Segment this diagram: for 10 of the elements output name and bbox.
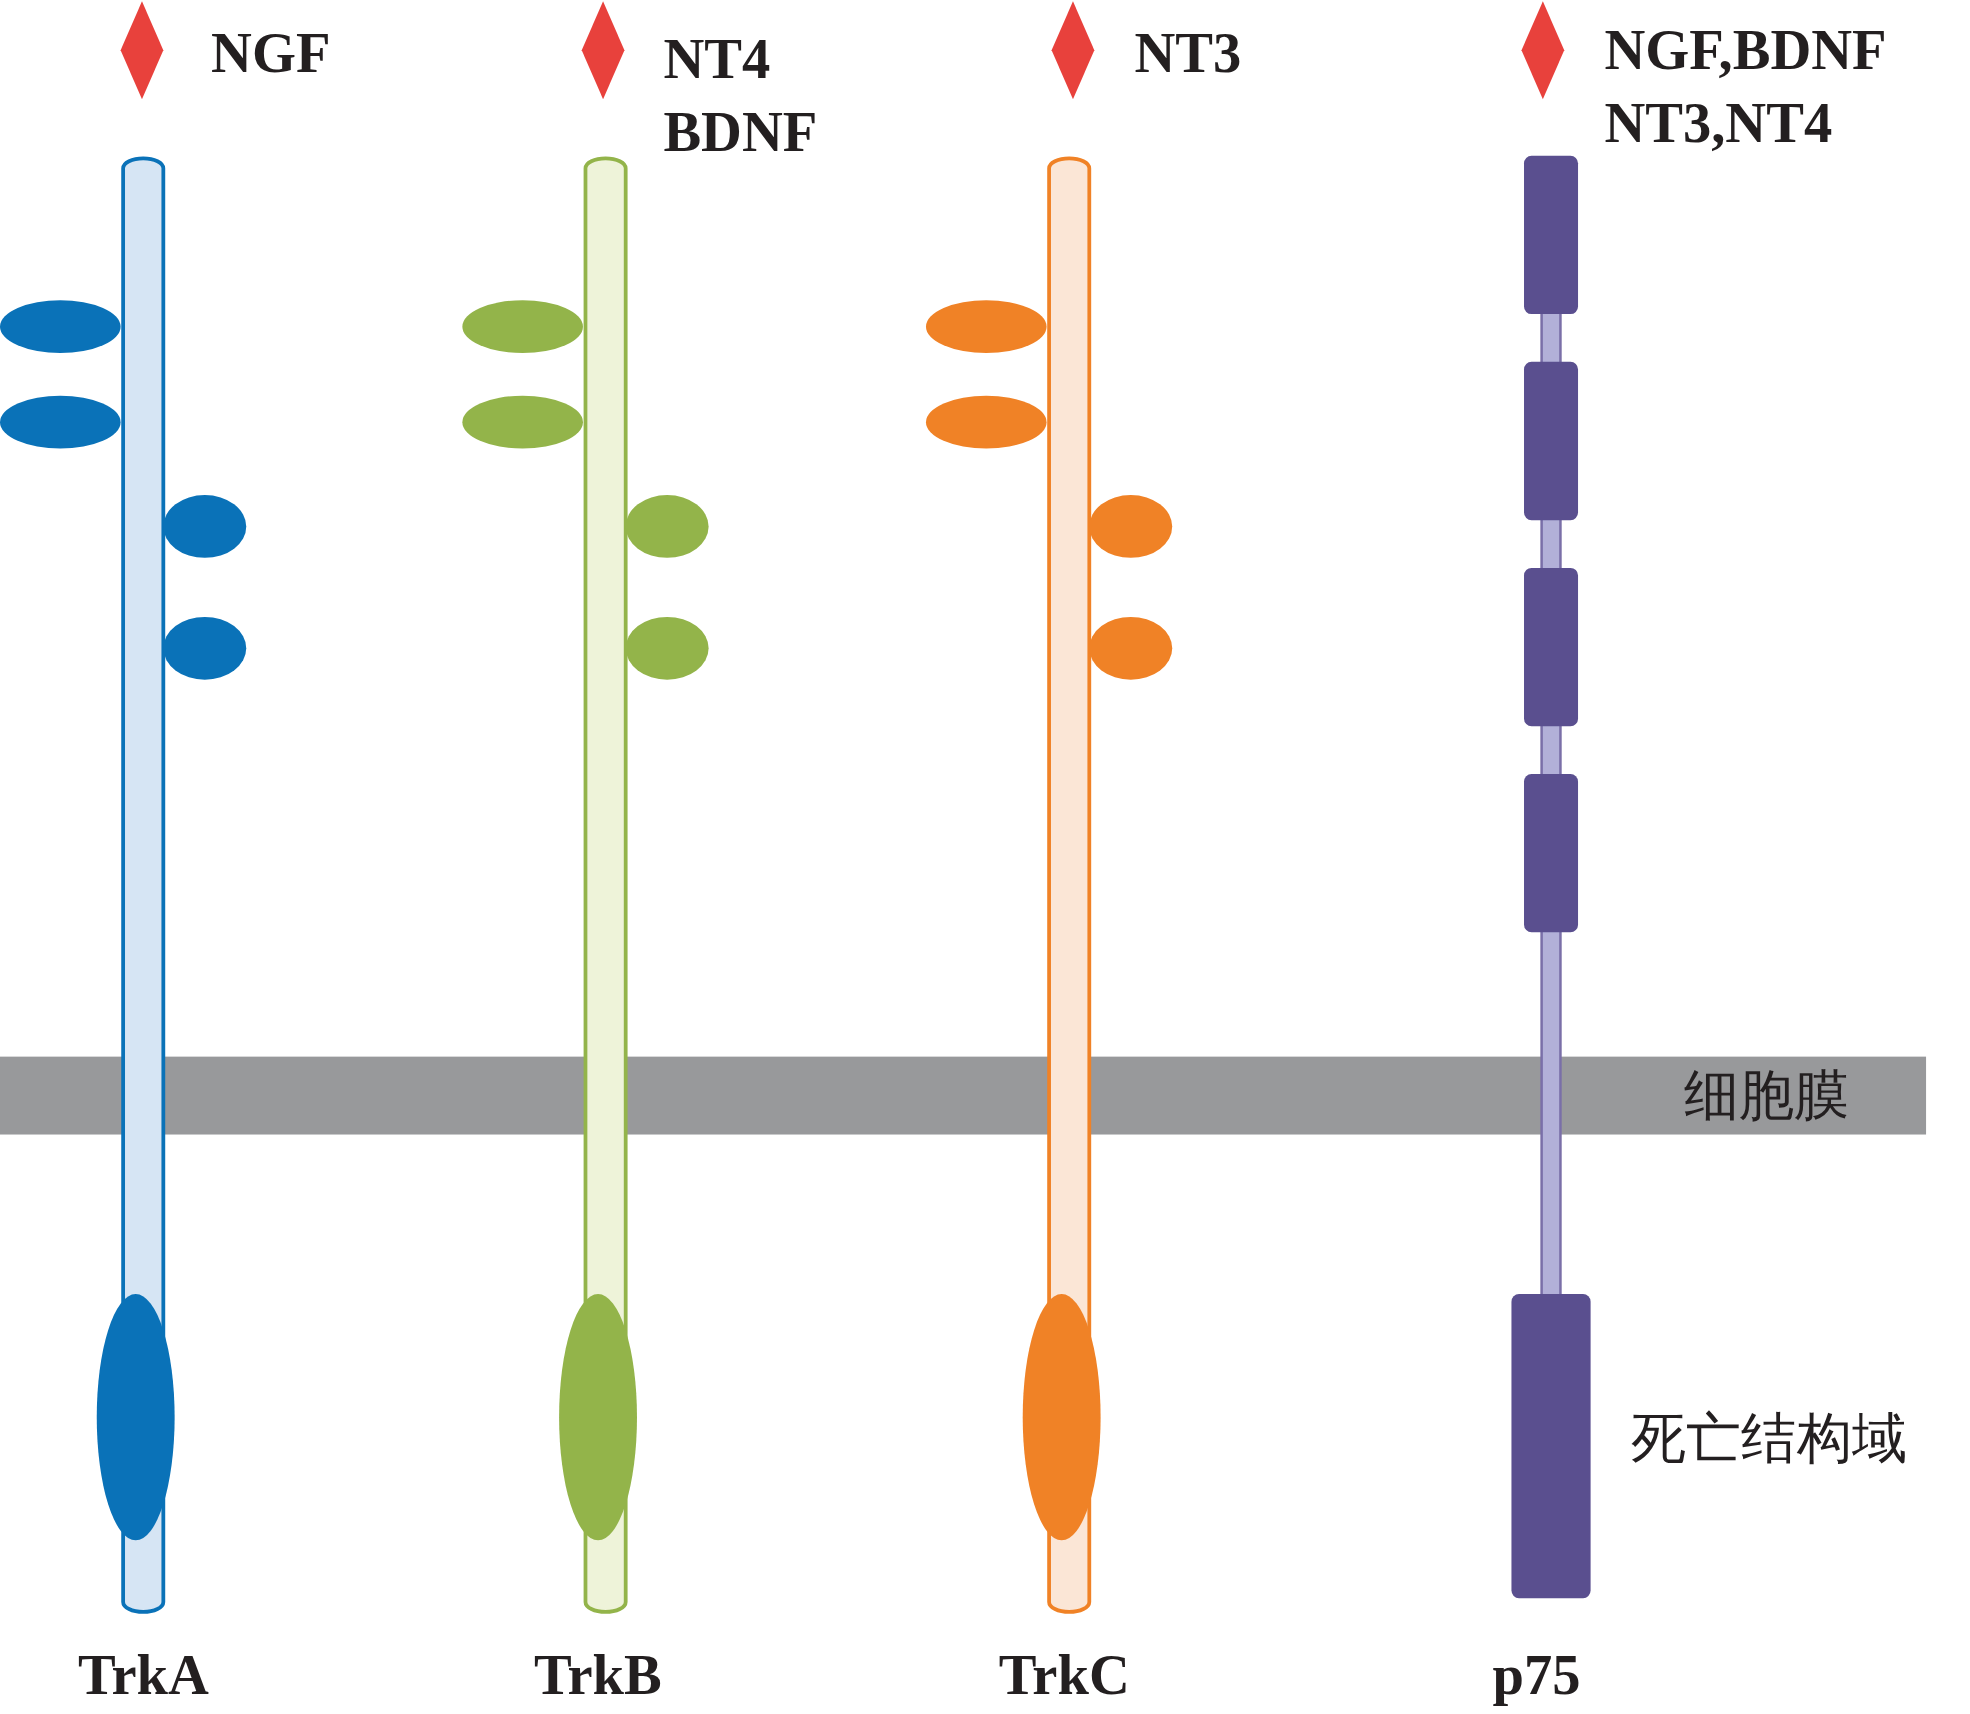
ligand-label: NGF xyxy=(211,20,331,87)
receptor-label: TrkC xyxy=(998,1642,1130,1709)
receptor-label: TrkA xyxy=(77,1642,209,1709)
ligand-label: NGF,BDNF NT3,NT4 xyxy=(1604,17,1885,157)
ligand-label: NT4 BDNF xyxy=(663,26,818,166)
domain-label: 死亡结构域 xyxy=(1630,1404,1908,1472)
membrane-label: 细胞膜 xyxy=(1683,1061,1850,1129)
receptor-label: TrkB xyxy=(533,1642,662,1709)
ligand-label: NT3 xyxy=(1134,20,1242,87)
receptor-label: p75 xyxy=(1492,1642,1581,1709)
